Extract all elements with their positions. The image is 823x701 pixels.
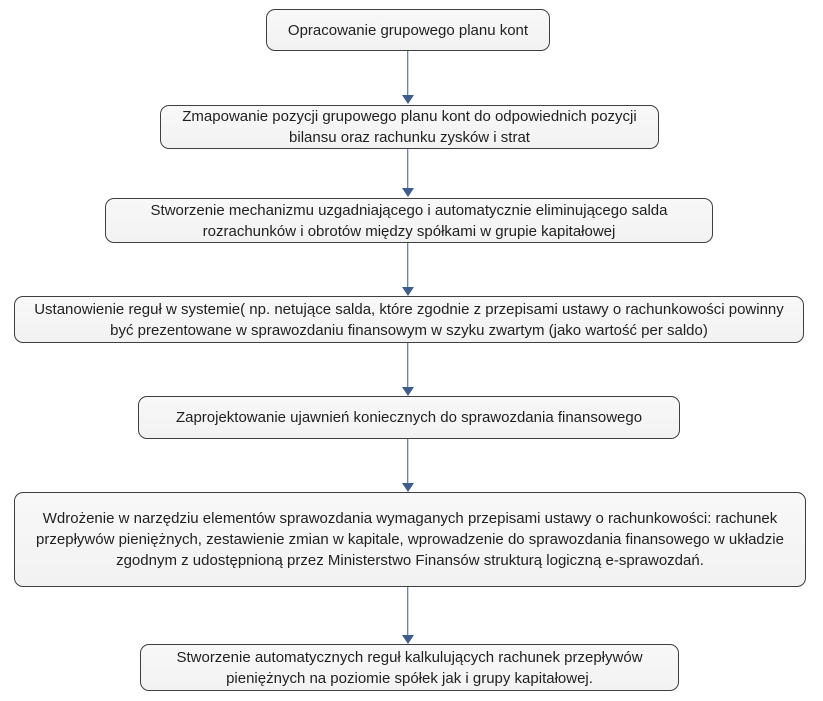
flow-step-3: Stworzenie mechanizmu uzgadniającego i a…: [105, 198, 713, 243]
connector-line: [406, 243, 409, 288]
flow-step-2: Zmapowanie pozycji grupowego planu kont …: [160, 105, 659, 149]
connector-arrow-4: [401, 343, 414, 396]
arrowhead-down-icon: [401, 188, 414, 197]
connector-line: [406, 587, 409, 636]
arrowhead-down-icon: [401, 635, 414, 644]
arrowhead-down-icon: [401, 287, 414, 296]
connector-line: [406, 343, 409, 388]
connector-line: [406, 51, 409, 96]
connector-arrow-3: [401, 243, 414, 296]
flow-step-1: Opracowanie grupowego planu kont: [266, 9, 550, 51]
arrowhead-down-icon: [401, 387, 414, 396]
flow-step-4: Ustanowienie reguł w systemie( np. netuj…: [14, 296, 804, 343]
connector-arrow-6: [401, 587, 414, 644]
flow-step-5: Zaprojektowanie ujawnień koniecznych do …: [138, 396, 680, 439]
connector-line: [406, 149, 409, 189]
connector-arrow-5: [401, 439, 414, 492]
connector-arrow-1: [401, 51, 414, 104]
arrowhead-down-icon: [401, 95, 414, 104]
flow-step-6: Wdrożenie w narzędziu elementów sprawozd…: [14, 492, 806, 587]
arrowhead-down-icon: [401, 483, 414, 492]
connector-arrow-2: [401, 149, 414, 197]
flow-step-7: Stworzenie automatycznych reguł kalkuluj…: [140, 644, 679, 691]
connector-line: [406, 439, 409, 484]
